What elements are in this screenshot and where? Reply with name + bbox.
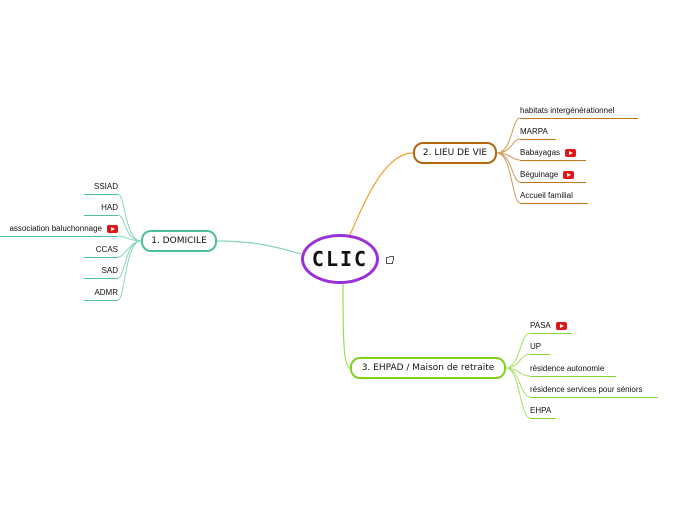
subtopic-ssiad[interactable]: SSIAD: [84, 182, 118, 195]
topic-lieu-de-vie[interactable]: 2. LIEU DE VIE: [413, 142, 497, 164]
subtopic-beguinage[interactable]: Béguinage: [520, 170, 586, 183]
subtopic-sad-label: SAD: [101, 266, 118, 275]
subtopic-beguinage-label: Béguinage: [520, 170, 559, 179]
central-topic[interactable]: CLIC: [301, 234, 379, 284]
youtube-icon[interactable]: [563, 171, 575, 179]
subtopic-marpa-label: MARPA: [520, 127, 548, 136]
subtopic-association-baluchonnage[interactable]: association baluchonnage: [0, 224, 118, 237]
subtopic-accueil-familial-label: Accueil familial: [520, 191, 573, 200]
subtopic-ssiad-label: SSIAD: [93, 182, 118, 191]
subtopic-habitats-intergenerationnel[interactable]: habitats intergénérationnel: [520, 106, 638, 119]
subtopic-had[interactable]: HAD: [84, 203, 118, 216]
subtopic-marpa[interactable]: MARPA: [520, 127, 556, 140]
subtopic-residence-services-label: résidence services pour séniors: [530, 385, 643, 394]
subtopic-ehpa-label: EHPA: [530, 406, 552, 415]
subtopic-up[interactable]: UP: [530, 342, 550, 355]
subtopic-up-label: UP: [530, 342, 542, 351]
subtopic-habitats-intergenerationnel-label: habitats intergénérationnel: [520, 106, 615, 115]
subtopic-admr[interactable]: ADMR: [84, 288, 118, 301]
topic-ehpad-label: 3. EHPAD / Maison de retraite: [361, 363, 495, 373]
topic-ehpad[interactable]: 3. EHPAD / Maison de retraite: [350, 357, 506, 379]
subtopic-ccas-label: CCAS: [95, 245, 118, 254]
subtopic-residence-services[interactable]: résidence services pour séniors: [530, 385, 658, 398]
central-topic-label: CLIC: [311, 247, 369, 271]
subtopic-pasa-label: PASA: [530, 321, 551, 330]
subtopic-ccas[interactable]: CCAS: [84, 245, 118, 258]
subtopic-babayagas-label: Babayagas: [520, 148, 561, 157]
topic-lieu-de-vie-label: 2. LIEU DE VIE: [422, 148, 488, 158]
subtopic-babayagas[interactable]: Babayagas: [520, 148, 586, 161]
subtopic-residence-autonomie[interactable]: résidence autonomie: [530, 364, 616, 377]
youtube-icon[interactable]: [555, 322, 567, 330]
subtopic-residence-autonomie-label: résidence autonomie: [530, 364, 605, 373]
subtopic-admr-label: ADMR: [94, 288, 118, 297]
subtopic-accueil-familial[interactable]: Accueil familial: [520, 191, 588, 204]
subtopic-pasa[interactable]: PASA: [530, 321, 572, 334]
subtopic-association-baluchonnage-label: association baluchonnage: [9, 224, 102, 233]
topic-domicile[interactable]: 1. DOMICILE: [141, 230, 217, 252]
subtopic-ehpa[interactable]: EHPA: [530, 406, 556, 419]
subtopic-sad[interactable]: SAD: [84, 266, 118, 279]
topic-domicile-label: 1. DOMICILE: [151, 236, 207, 246]
youtube-icon[interactable]: [565, 149, 577, 157]
open-external-icon[interactable]: [386, 256, 394, 264]
youtube-icon[interactable]: [107, 225, 118, 233]
subtopic-had-label: HAD: [101, 203, 118, 212]
